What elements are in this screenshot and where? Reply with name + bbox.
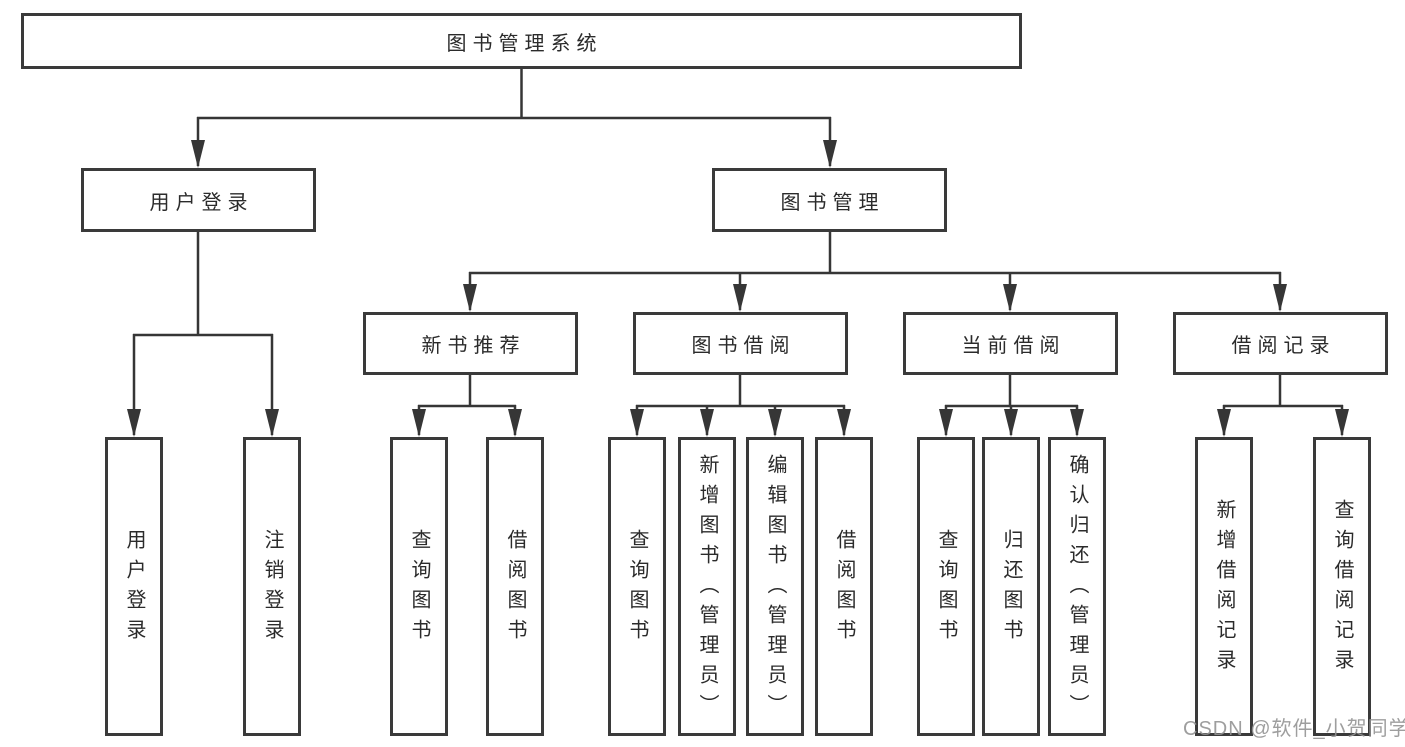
node-new-book-recommendation: 新书推荐 [363, 312, 578, 375]
node-borrow-books-borrow: 借阅图书 [815, 437, 873, 736]
node-query-books-borrow: 查询图书 [608, 437, 666, 736]
node-book-borrowing: 图书借阅 [633, 312, 848, 375]
node-library-management-system: 图书管理系统 [21, 13, 1022, 69]
node-user-login: 用户登录 [105, 437, 163, 736]
node-current-borrowing: 当前借阅 [903, 312, 1118, 375]
node-query-books-current: 查询图书 [917, 437, 975, 736]
node-borrowing-records: 借阅记录 [1173, 312, 1388, 375]
node-query-books-recommend: 查询图书 [390, 437, 448, 736]
csdn-watermark: CSDN @软件_小贺同学 [1183, 718, 1405, 740]
node-borrow-books-recommend: 借阅图书 [486, 437, 544, 736]
node-add-book-admin: 新增图书（管理员） [678, 437, 736, 736]
node-user-login-module: 用户登录 [81, 168, 316, 232]
node-return-books: 归还图书 [982, 437, 1040, 736]
node-book-management-module: 图书管理 [712, 168, 947, 232]
node-logout-login: 注销登录 [243, 437, 301, 736]
node-confirm-return-admin: 确认归还（管理员） [1048, 437, 1106, 736]
node-edit-book-admin: 编辑图书（管理员） [746, 437, 804, 736]
node-query-borrow-record: 查询借阅记录 [1313, 437, 1371, 736]
node-add-borrow-record: 新增借阅记录 [1195, 437, 1253, 736]
